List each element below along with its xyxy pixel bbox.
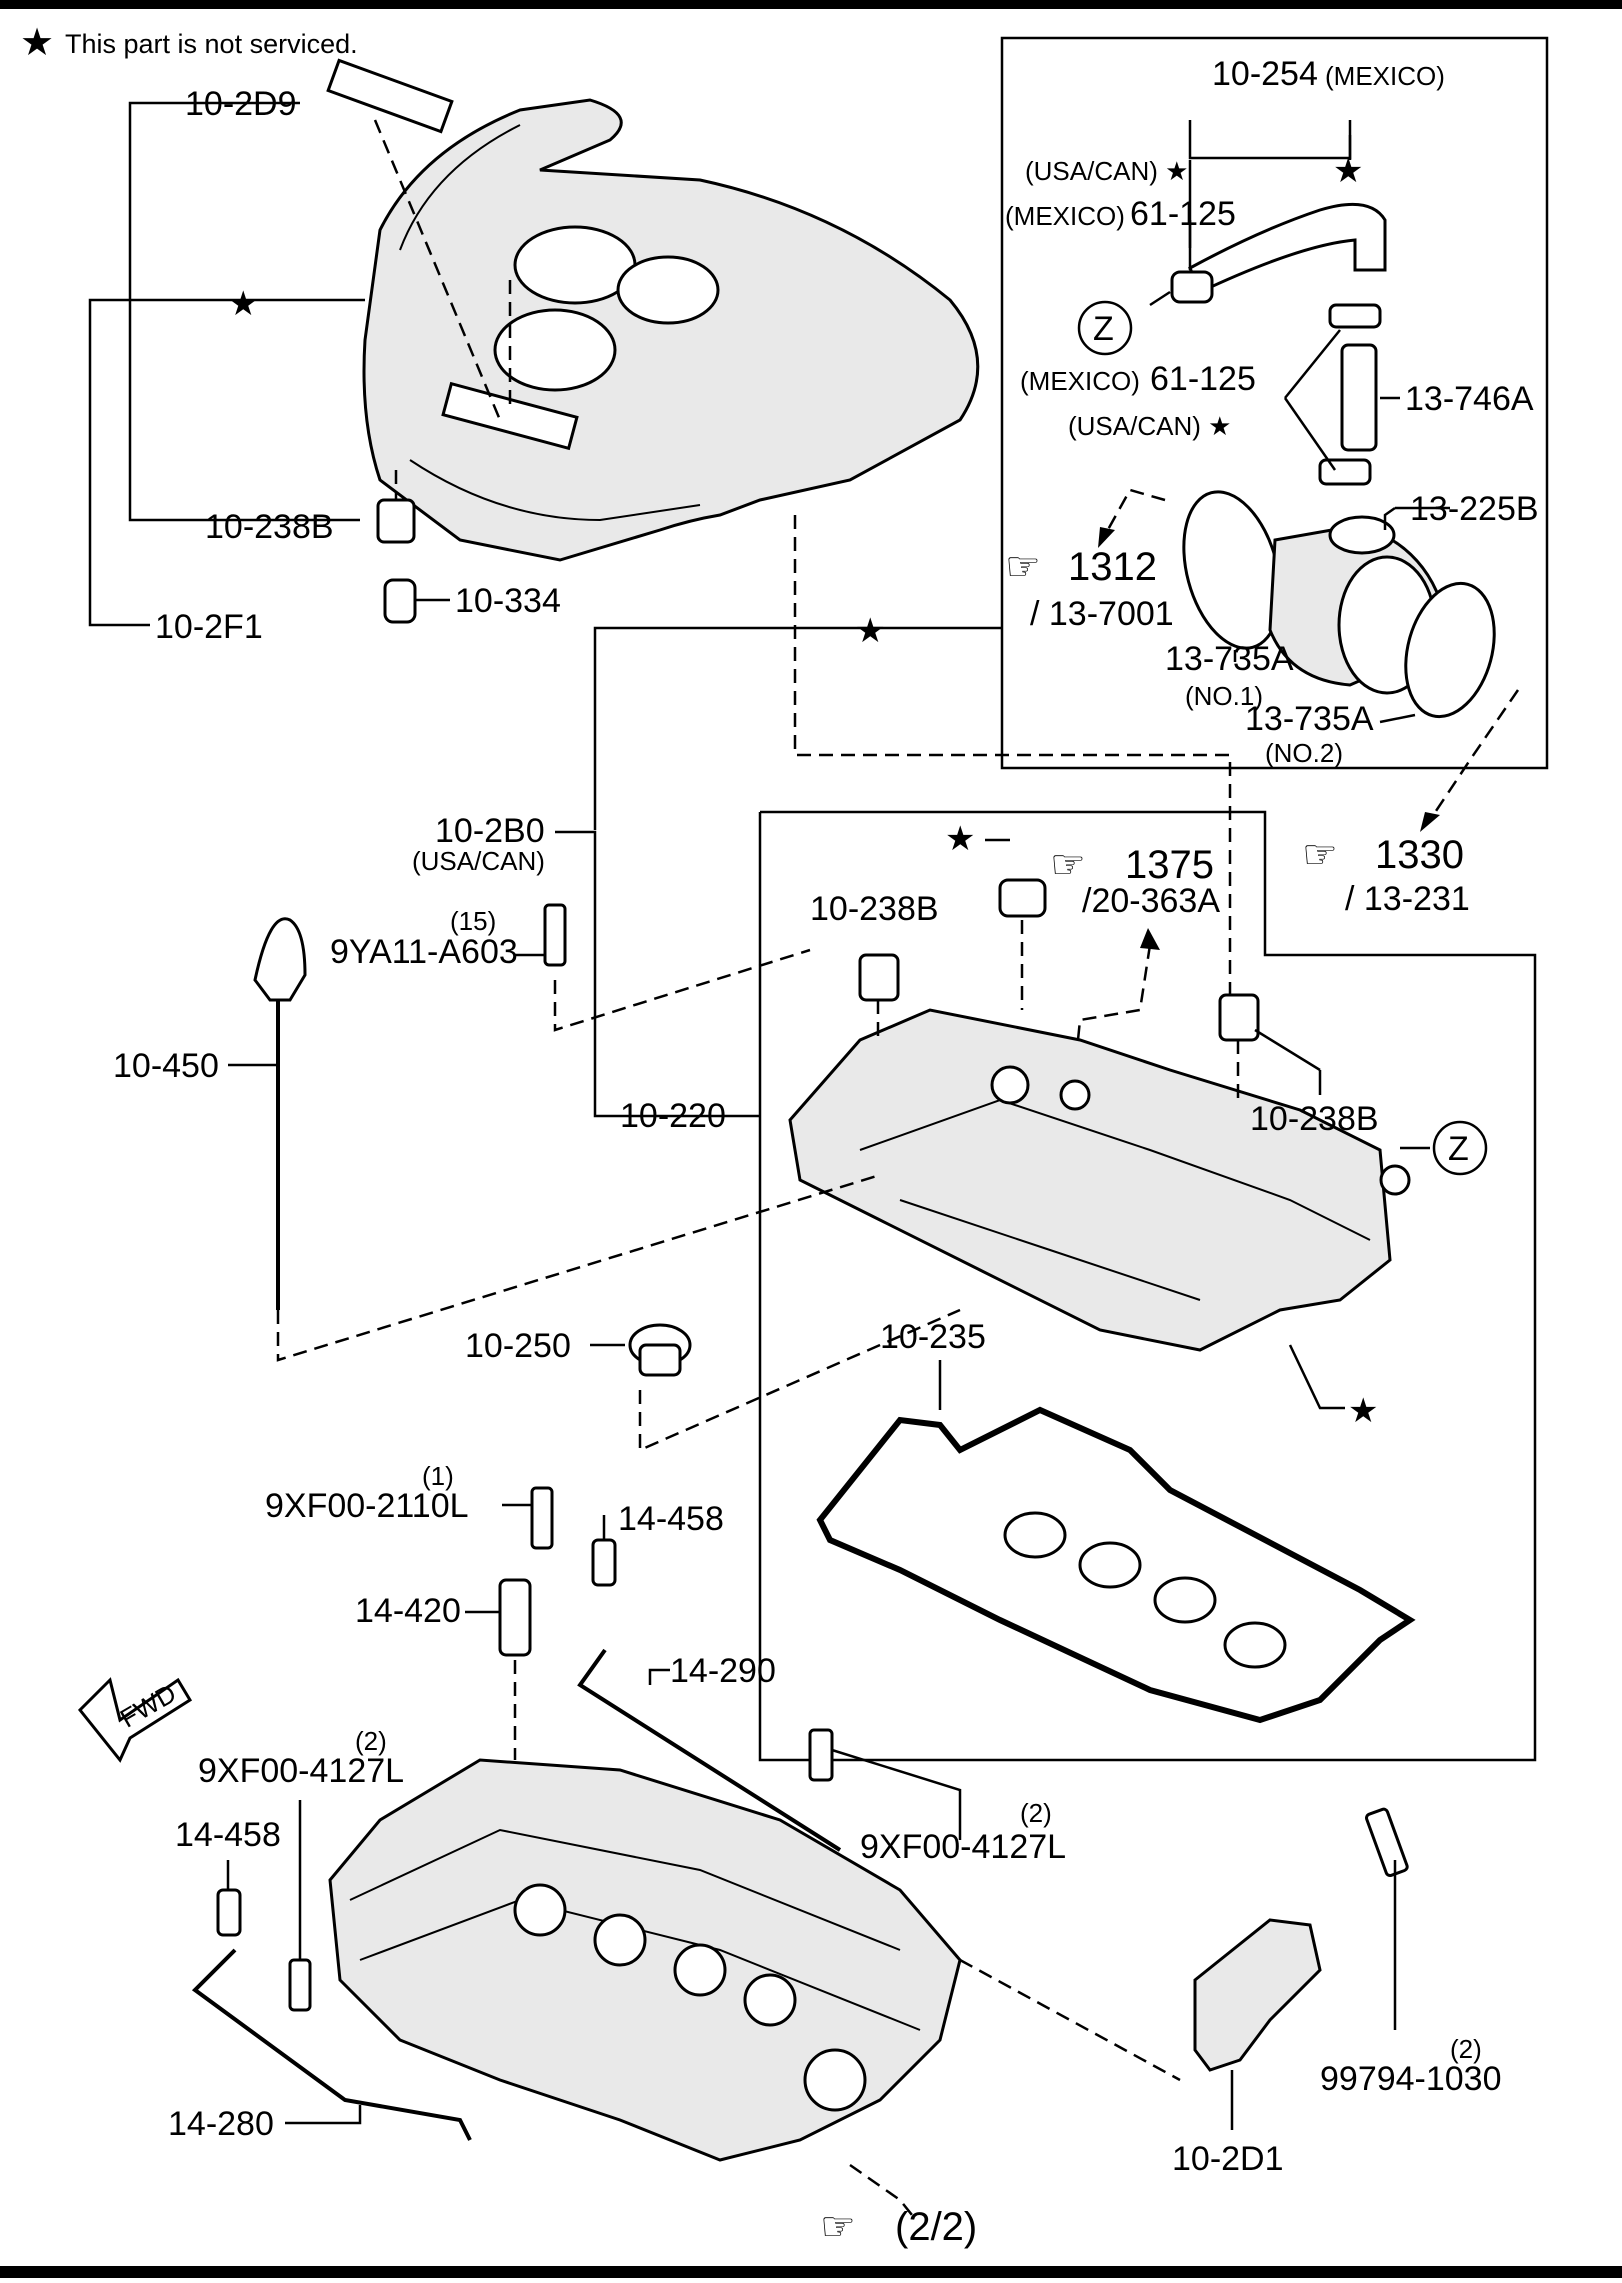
ocv-valve-drawing xyxy=(498,1578,532,1657)
label-14-458-top: 14-458 xyxy=(618,1500,724,1538)
engine-hanger-drawing xyxy=(1193,1918,1322,2072)
label-10-2d9: 10-2D9 xyxy=(185,85,297,123)
label-10-2d1: 10-2D1 xyxy=(1172,2140,1284,2178)
bolt-99794-drawing xyxy=(1365,1807,1409,1878)
star-intake: ★ xyxy=(855,612,885,650)
top-border xyxy=(0,0,1622,9)
label-10-2b0: 10-2B0 xyxy=(435,812,545,850)
label-usa-can-2: (USA/CAN) ★ xyxy=(1068,411,1231,441)
reference-icon-1375: ☞ xyxy=(1050,843,1086,887)
leader-insulator xyxy=(373,119,502,421)
label-ref-1330: 1330 xyxy=(1375,833,1464,877)
engine-cover-drawing xyxy=(362,98,980,562)
label-10-250: 10-250 xyxy=(465,1327,571,1365)
bolt-2110l-drawing xyxy=(530,1486,554,1550)
z-marker-top: Z xyxy=(1093,310,1114,348)
dipstick-drawing xyxy=(253,917,307,1310)
grommet-drawing xyxy=(376,498,416,544)
label-qty-15: (15) xyxy=(450,906,496,936)
label-ref-1312: 1312 xyxy=(1068,545,1157,589)
label-99794-1030: 99794-1030 xyxy=(1320,2060,1502,2098)
label-10-2b0-note: (USA/CAN) xyxy=(412,846,545,876)
reference-icon-1312: ☞ xyxy=(1005,545,1041,589)
bolt-4127l-right-drawing xyxy=(808,1728,834,1782)
star-engine-cover: ★ xyxy=(228,285,258,323)
reference-icon-1330: ☞ xyxy=(1302,833,1338,877)
insulator-pad-drawing xyxy=(326,58,454,134)
z-marker-cover: Z xyxy=(1448,1130,1469,1168)
plug-14-458-top-drawing xyxy=(591,1538,617,1587)
label-10-238b-right: 10-238B xyxy=(1250,1100,1379,1138)
label-mexico-2: (MEXICO) xyxy=(1020,366,1140,396)
star-legend-icon: ★ xyxy=(20,22,54,64)
label-10-238b-left: 10-238B xyxy=(810,890,939,928)
star-hose: ★ xyxy=(1333,152,1363,190)
label-9ya11-a603: 9YA11-A603 xyxy=(330,933,518,971)
gasket-drawing xyxy=(816,1406,1416,1724)
cylinder-head-cover-drawing xyxy=(788,953,1411,1352)
label-qty-2-bracket: (2) xyxy=(1450,2034,1482,2064)
label-10-254: 10-254 xyxy=(1212,55,1318,93)
reference-icon-page: ☞ xyxy=(820,2205,856,2249)
label-10-334: 10-334 xyxy=(455,582,561,620)
intake-inset-box xyxy=(1000,36,1549,770)
intake-inset-drawings xyxy=(1170,202,1496,719)
label-13-735a-no2: 13-735A xyxy=(1245,700,1374,738)
star-1375: ★ xyxy=(945,820,975,858)
oil-pipe-top-drawing xyxy=(577,1648,842,1852)
z-marker-cover-circle xyxy=(1432,1120,1488,1176)
label-9xf00-4127l-left: 9XF00-4127L xyxy=(198,1752,404,1790)
label-ref-1312-sub: / 13-7001 xyxy=(1030,595,1174,633)
label-14-290: 14-290 xyxy=(670,1652,776,1690)
bolt-4127l-left-drawing xyxy=(288,1958,312,2012)
label-13-225b: 13-225B xyxy=(1410,490,1539,528)
oil-pipe-bottom-drawing xyxy=(191,1948,472,2141)
label-10-254-note: (MEXICO) xyxy=(1325,61,1445,91)
label-10-220: 10-220 xyxy=(620,1097,726,1135)
bottom-border xyxy=(0,2266,1622,2278)
star-cover: ★ xyxy=(1348,1392,1378,1430)
z-marker-top-circle xyxy=(1077,300,1133,356)
label-14-420: 14-420 xyxy=(355,1592,461,1630)
label-qty-2-right: (2) xyxy=(1020,1798,1052,1828)
label-mexico-1: (MEXICO) xyxy=(1005,201,1125,231)
label-10-2f1: 10-2F1 xyxy=(155,608,263,646)
header-note: This part is not serviced. xyxy=(65,29,358,59)
label-14-458-left: 14-458 xyxy=(175,1816,281,1854)
label-qty-1: (1) xyxy=(422,1461,454,1491)
label-ref-page: (2/2) xyxy=(895,2205,977,2249)
label-qty-2-left: (2) xyxy=(355,1726,387,1756)
label-9xf00-4127l-right: 9XF00-4127L xyxy=(860,1828,1066,1866)
label-usa-can-1: (USA/CAN) ★ xyxy=(1025,156,1188,186)
label-13-746a: 13-746A xyxy=(1405,380,1534,418)
head-cover-box xyxy=(758,810,1537,1762)
label-61-125-mid: 61-125 xyxy=(1150,360,1256,398)
pin-stud-drawing xyxy=(383,578,417,624)
label-ref-1375-sub: /20-363A xyxy=(1082,882,1220,920)
label-10-450: 10-450 xyxy=(113,1047,219,1085)
label-ref-1330-sub: / 13-231 xyxy=(1345,880,1470,918)
plug-14-458-left-drawing xyxy=(216,1888,242,1937)
label-14-280: 14-280 xyxy=(168,2105,274,2143)
label-13-735a-no1: 13-735A xyxy=(1165,640,1294,678)
label-no1: (NO.1) xyxy=(1185,681,1263,711)
label-ref-1375: 1375 xyxy=(1125,843,1214,887)
1375-grommet-drawing xyxy=(998,878,1047,918)
label-10-238b-top: 10-238B xyxy=(205,508,334,546)
bolt-9ya11-drawing xyxy=(543,903,567,967)
fwd-arrow-icon xyxy=(77,1677,193,1763)
label-no2: (NO.2) xyxy=(1265,738,1343,768)
label-61-125-top: 61-125 xyxy=(1130,195,1236,233)
cylinder-head-drawing xyxy=(328,1758,962,2162)
label-9xf00-2110l: 9XF00-2110L xyxy=(265,1487,469,1525)
